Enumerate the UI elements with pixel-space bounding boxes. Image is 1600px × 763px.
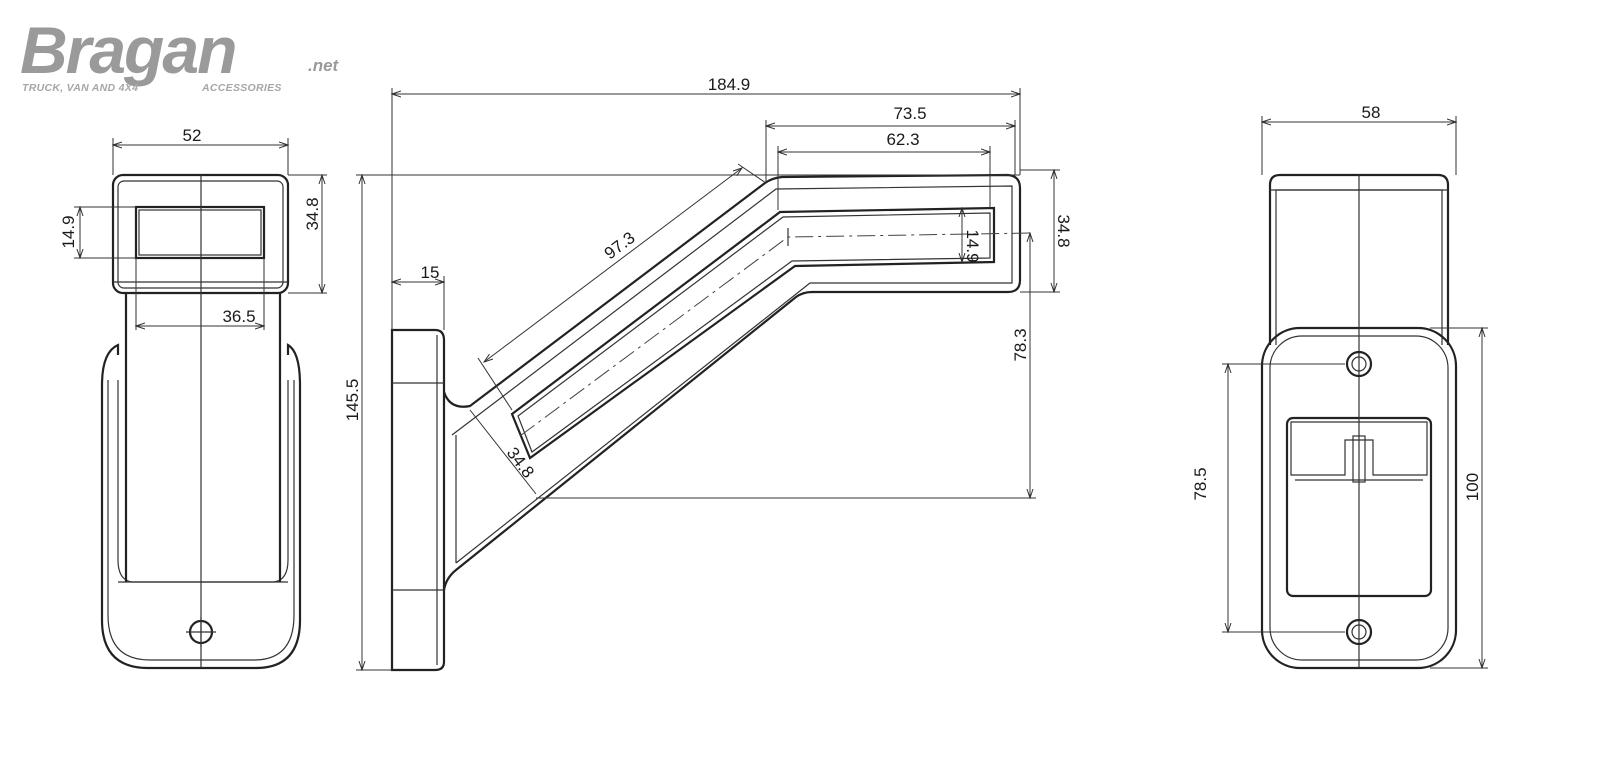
front-head-height-label: 34.8 [303, 197, 322, 230]
back-connector-housing [1290, 421, 1428, 476]
logo-wordmark: Bragan [20, 13, 237, 87]
side-base-plate [390, 328, 446, 672]
side-lens-thickness-label: 14.9 [963, 229, 982, 262]
back-bottom-mounting-hole [1345, 618, 1373, 646]
back-width-label: 58 [1362, 103, 1381, 122]
front-view: 52 14.9 34.8 36.5 [59, 126, 327, 670]
front-base-inner [107, 380, 295, 661]
logo-tagline-right: ACCESSORIES [202, 82, 282, 94]
side-overall-width-label: 184.9 [708, 75, 751, 94]
side-arm-outline [442, 173, 1022, 591]
logo-tagline-left: TRUCK, VAN AND 4X4 [22, 82, 139, 94]
front-lens [134, 205, 266, 260]
back-plate-height-label: 100 [1463, 473, 1482, 501]
front-width-label: 52 [183, 126, 202, 145]
back-top-mounting-hole [1345, 350, 1373, 378]
back-view: 58 78.5 100 [1191, 103, 1488, 670]
side-lens [510, 206, 996, 460]
side-head-thickness-label: 34.8 [1054, 214, 1073, 247]
side-arm-thickness-label: 34.8 [503, 444, 538, 482]
side-arm-length-label: 97.3 [601, 228, 639, 263]
front-lens-height-label: 14.9 [59, 215, 78, 248]
side-head-above-arm-label: 78.3 [1011, 328, 1030, 361]
bragan-logo: Bragan .net TRUCK, VAN AND 4X4 ACCESSORI… [20, 12, 350, 102]
logo-suffix: .net [308, 56, 339, 75]
back-hole-spacing-label: 78.5 [1191, 467, 1210, 500]
side-overall-height-label: 145.5 [343, 379, 362, 422]
side-base-thickness-label: 15 [421, 263, 440, 282]
front-base-recess [117, 380, 289, 583]
front-base-plate [100, 343, 302, 670]
side-head-length-label: 73.5 [893, 104, 926, 123]
side-view: 184.9 73.5 62.3 97.3 15 145.5 34.8 34.8 [343, 75, 1073, 672]
side-lens-length-label: 62.3 [886, 130, 919, 149]
front-lens-width-label: 36.5 [222, 307, 255, 326]
front-stem [124, 293, 282, 582]
